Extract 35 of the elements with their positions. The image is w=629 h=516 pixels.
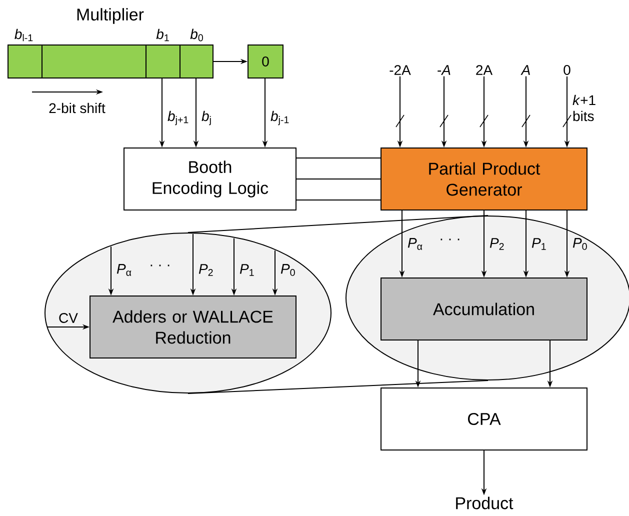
edge-label: k+1 bits [572,94,596,122]
signal-label: 0 [564,65,570,75]
logic-block: Booth Encoding Logic [124,148,296,210]
connector-line [296,178,381,180]
note-text: · · · [440,238,460,240]
edge-label: b$_{j-1}$ [270,110,289,126]
edge-label: b$_{j+1}$ [168,110,188,126]
register-title: Multiplier [77,8,144,24]
bit-cell: 0 [248,44,284,78]
signal-label: 2A [476,65,493,75]
signal-label: -2A [390,65,411,75]
edge-label: CV [59,313,78,323]
logic-block: Partial Product Generator [380,148,588,210]
edge-label: P$_{1}$ [240,264,254,276]
edge-label: P$_{1}$ [532,238,546,250]
edge-label: P$_{2}$ [198,264,213,276]
logic-block: CPA [380,388,588,450]
connector-line [188,380,488,394]
edge-label: P$_{0}$ [572,238,587,250]
edge-label: P$_{0}$ [280,264,295,276]
connector-line [188,215,488,233]
bit-label: b$_{1}$ [156,28,169,42]
edge-label: P$_{α}$ [116,264,132,276]
edge-label: P$_{2}$ [490,238,504,250]
logic-block: Adders or WALLACE Reduction [90,296,296,358]
signal-label: Product [456,496,514,510]
bit-label: b$_{0}$ [190,28,203,42]
edge-label: P$_{α}$ [408,238,422,250]
note-text: 2-bit shift [49,102,106,114]
signal-label: -A [438,65,450,75]
edge-label: b$_{j}$ [202,110,211,126]
bit-label: b$_{l-1}$ [14,28,33,42]
note-text: · · · [150,264,170,266]
logic-block: Accumulation [380,278,588,340]
signal-label: A [520,65,530,75]
